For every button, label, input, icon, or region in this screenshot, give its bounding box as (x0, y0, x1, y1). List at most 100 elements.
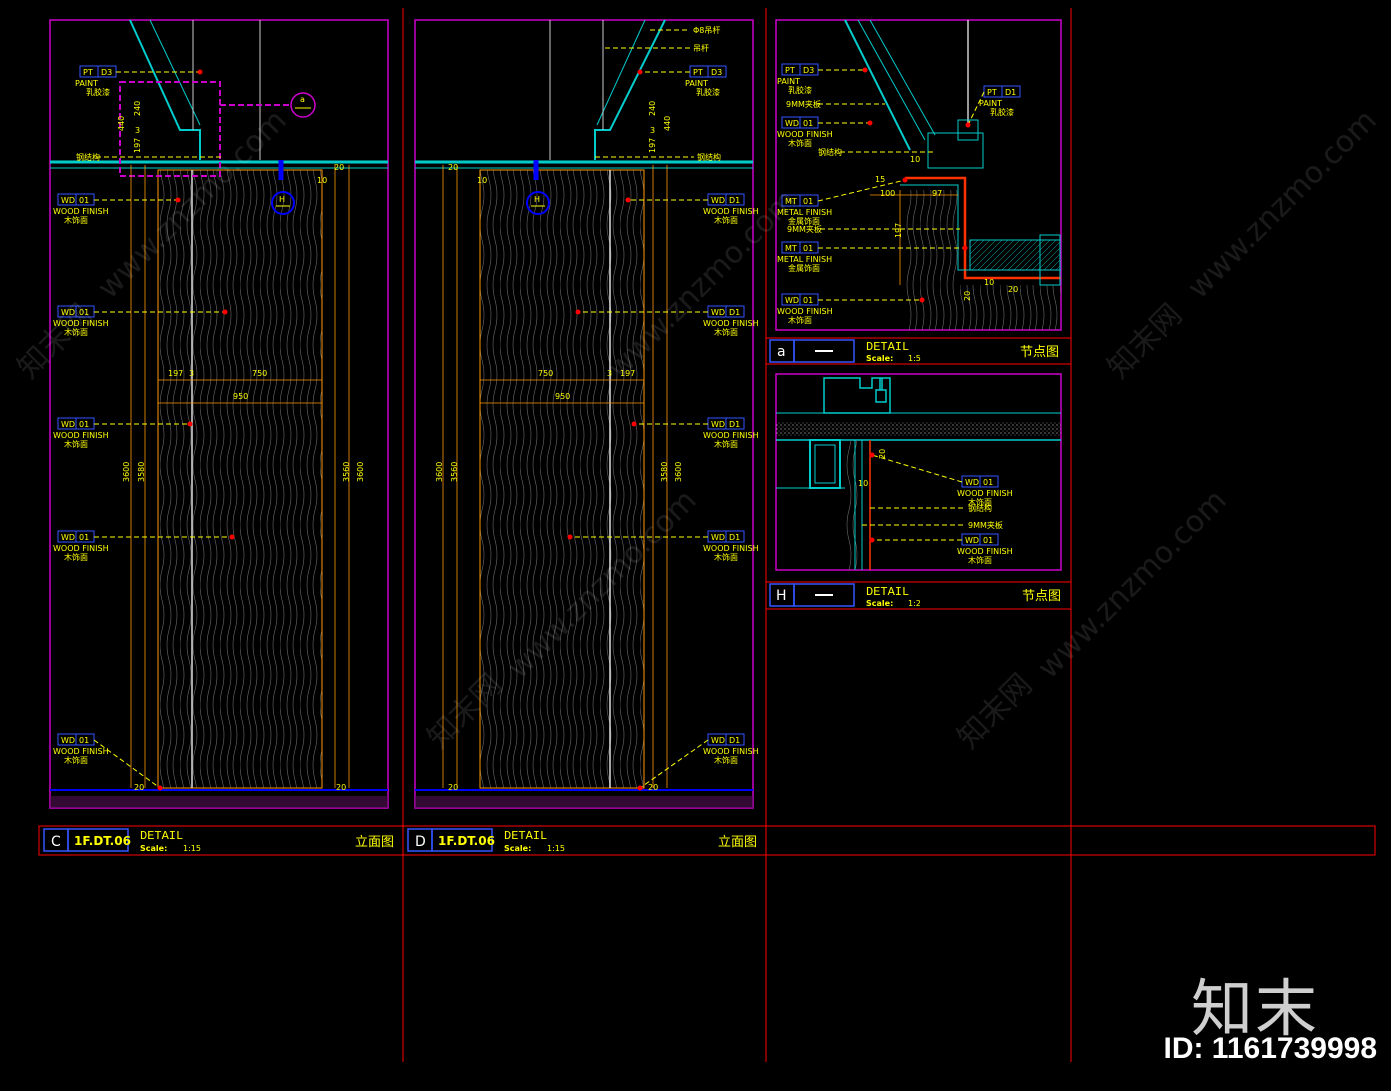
tag-label-en: WOOD FINISH (777, 307, 833, 316)
view-title: DETAIL (866, 340, 909, 354)
section-ref-h: H (534, 195, 540, 204)
note: 吊杆 (693, 43, 709, 53)
dim: 10 (477, 176, 487, 185)
leader-dot (637, 69, 643, 75)
leader-dot (919, 297, 925, 303)
leader-dot (962, 245, 968, 251)
dim: 20 (334, 163, 344, 172)
dim: 3580 (137, 462, 146, 482)
note-steel: 钢结构 (76, 152, 100, 162)
tag-code: PT (693, 68, 703, 77)
leader-dot (867, 120, 873, 126)
dim: 20 (448, 783, 458, 792)
dim: 100 (880, 189, 895, 198)
sheet-frame (38, 8, 1376, 1062)
dim: 197 (894, 223, 903, 238)
leader-dot (157, 785, 163, 791)
tag-num-box (75, 733, 95, 746)
panel-a: 10 15 100 97 197 20 10 20 9MM夹板 钢结构 9MM夹… (775, 19, 1062, 331)
dim: 3560 (450, 462, 459, 482)
tag-label-cn: 乳胶漆 (990, 107, 1014, 117)
leader-dot (175, 197, 181, 203)
tag-num: D1 (729, 196, 740, 205)
tag-label-cn: 木饰面 (788, 138, 812, 148)
tag-num: 01 (983, 478, 993, 487)
tag-num: 01 (803, 119, 813, 128)
leader-dot (229, 534, 235, 540)
tag-code: WD (61, 736, 75, 745)
note: 钢结构 (968, 503, 992, 513)
tag-num: D1 (1005, 88, 1016, 97)
panel-c: a H 240 3 197 440 20 10 197 3 750 950 36… (49, 19, 389, 809)
dim: 3600 (122, 462, 131, 482)
view-code: 1F.DT.06 (74, 834, 131, 848)
dim: 20 (448, 163, 458, 172)
tag-label-en: WOOD FINISH (53, 319, 109, 328)
dim: 197 (133, 138, 142, 153)
note: 钢结构 (818, 147, 842, 157)
leader-dot (902, 177, 908, 183)
dim: 3600 (674, 462, 683, 482)
tag-num: D1 (729, 736, 740, 745)
tag-label-en: PAINT (777, 77, 800, 86)
leader-dot (965, 122, 971, 128)
tag-num: D1 (729, 533, 740, 542)
tag-label-en: WOOD FINISH (703, 544, 759, 553)
tag-num-box (725, 193, 745, 206)
tag-code: WD (965, 536, 979, 545)
leader-dot (637, 785, 643, 791)
view-title: DETAIL (866, 585, 909, 599)
dim: 15 (875, 175, 885, 184)
tag-num-box (725, 305, 745, 318)
dim: 950 (233, 392, 248, 401)
tag-num-box (1001, 85, 1021, 98)
view-title: DETAIL (140, 829, 183, 843)
note: 9MM夹板 (786, 99, 821, 109)
tag-num: 01 (79, 736, 89, 745)
tag-label-en: PAINT (685, 79, 708, 88)
tag-label-cn: 木饰面 (714, 552, 738, 562)
tag-num: 01 (803, 197, 813, 206)
dim: 10 (858, 479, 868, 488)
dim: 3560 (342, 462, 351, 482)
leader-dot (575, 309, 581, 315)
tag-label-en: WOOD FINISH (777, 130, 833, 139)
title-block-h: H DETAIL Scale: 1:2 节点图 (769, 583, 1061, 608)
tag-label-cn: 木饰面 (714, 439, 738, 449)
tag-label-en: METAL FINISH (777, 255, 832, 264)
dim: 20 (134, 783, 144, 792)
leader-dot (869, 452, 875, 458)
note: 9MM夹板 (787, 224, 822, 234)
tag-label-cn: 木饰面 (64, 439, 88, 449)
tag-num: 01 (79, 196, 89, 205)
view-letter: C (51, 834, 61, 850)
dim: 10 (984, 278, 994, 287)
view-cn-title: 节点图 (1022, 589, 1061, 604)
dim: 3 (607, 369, 612, 378)
dim: 240 (133, 101, 142, 116)
leader-dot (222, 309, 228, 315)
leader-dot (631, 421, 637, 427)
view-letter: H (776, 588, 787, 604)
tag-label-cn: 木饰面 (714, 215, 738, 225)
dim: 10 (910, 155, 920, 164)
tag-label-en: WOOD FINISH (53, 431, 109, 440)
leader-dot (625, 197, 631, 203)
tag-label-cn: 木饰面 (64, 755, 88, 765)
tag-num-box (979, 475, 999, 488)
tag-code: WD (61, 420, 75, 429)
tag-code: MT (785, 197, 797, 206)
